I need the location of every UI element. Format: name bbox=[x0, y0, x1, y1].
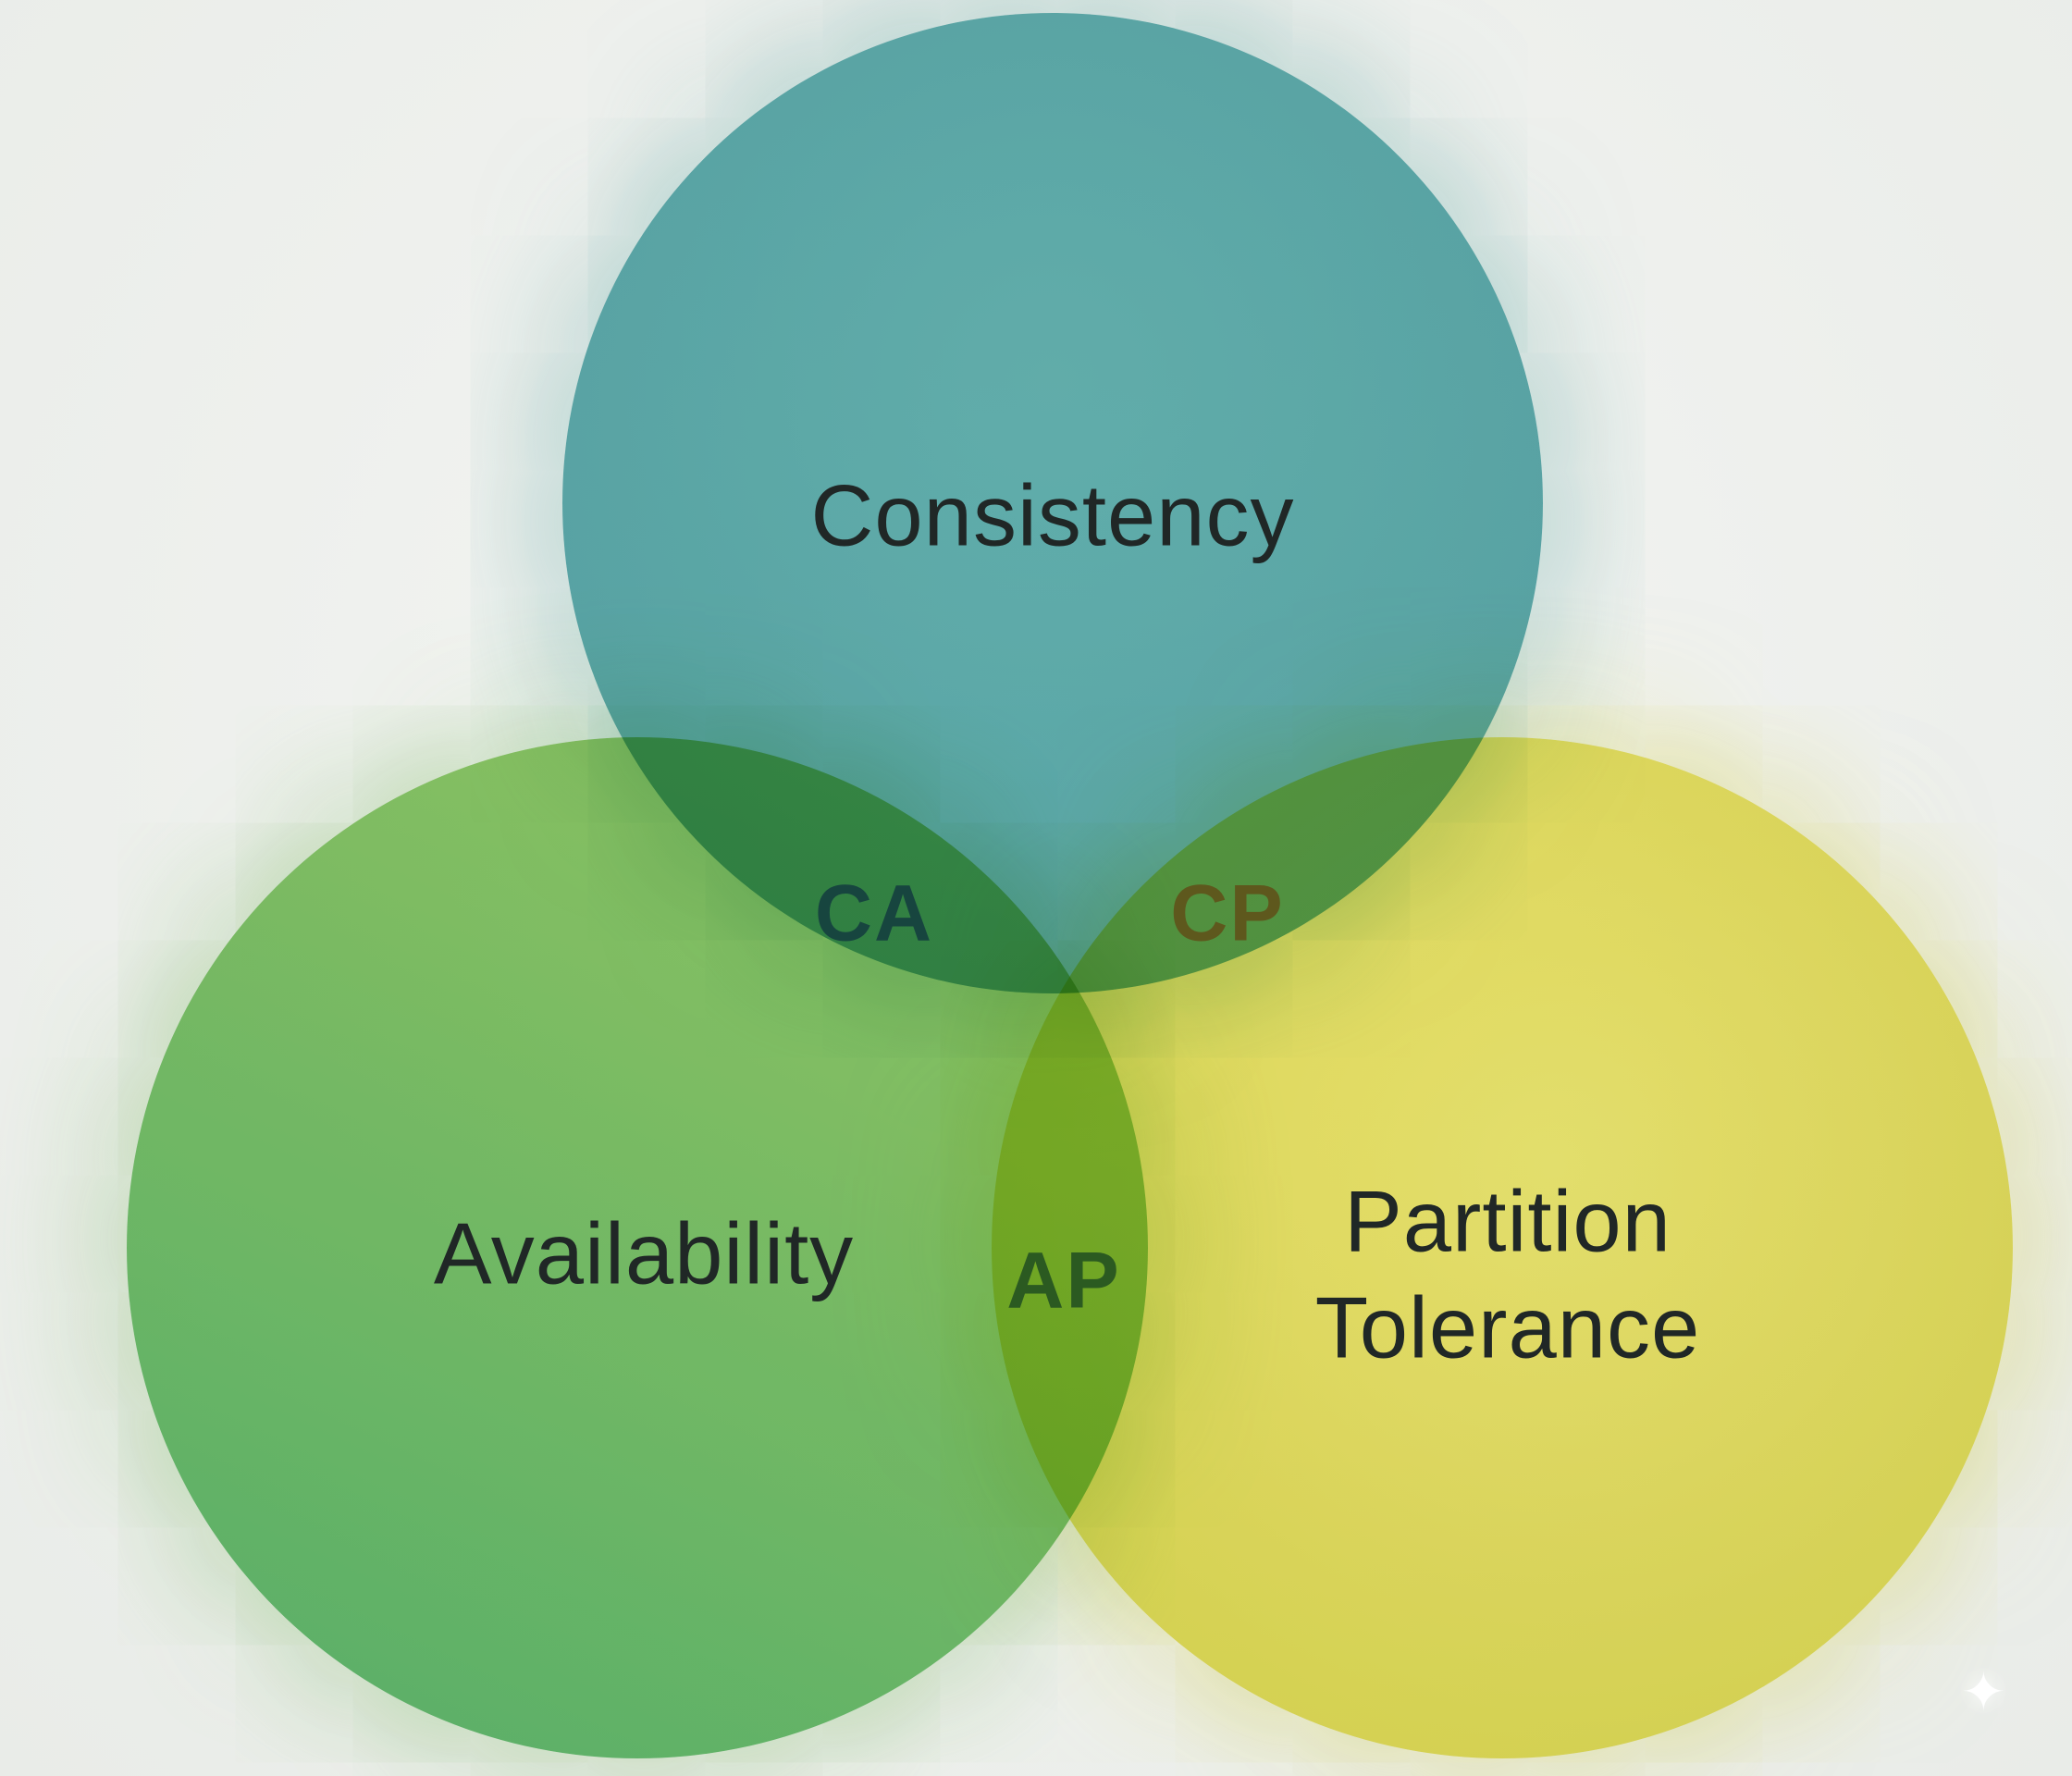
availability-label: Availability bbox=[433, 1204, 855, 1302]
cp-intersection-label: CP bbox=[1170, 869, 1285, 958]
partition-tolerance-label: Partition Tolerance bbox=[1314, 1172, 1701, 1375]
ca-intersection-label: CA bbox=[814, 869, 934, 958]
ap-intersection-label: AP bbox=[1006, 1236, 1121, 1326]
consistency-label: Consistency bbox=[810, 466, 1295, 564]
availability-circle bbox=[127, 737, 1148, 1758]
sparkle-icon: ✦ bbox=[1961, 1662, 2006, 1722]
partition-tolerance-circle bbox=[992, 737, 2013, 1758]
